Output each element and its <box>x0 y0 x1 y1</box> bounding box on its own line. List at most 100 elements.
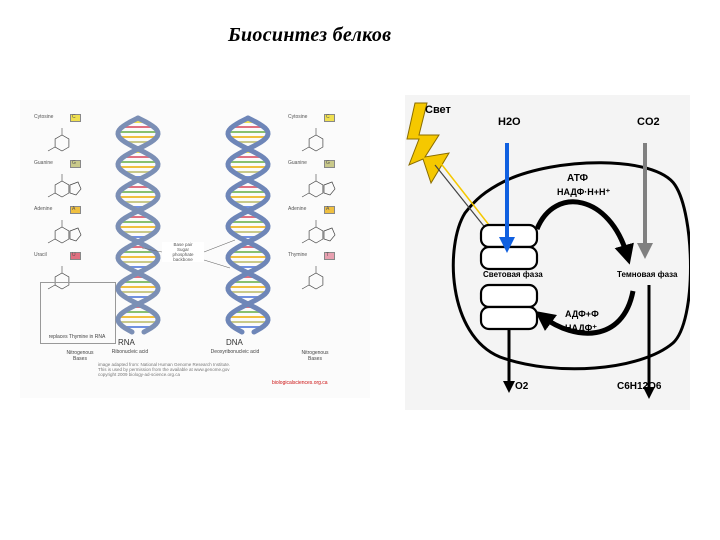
light-ray <box>434 164 488 231</box>
base-swatch <box>70 252 81 260</box>
ring-fused <box>69 181 82 196</box>
co2-label-text: CO2 <box>637 116 660 128</box>
dna-label: DNA <box>226 338 243 347</box>
ring-fused <box>323 181 336 196</box>
base-structure-icon <box>47 266 70 290</box>
uracil-highlight-box <box>40 282 116 344</box>
rna-helix <box>115 115 161 335</box>
uracil-note: replaces Thymine in RNA <box>48 334 106 340</box>
bond <box>47 284 56 290</box>
slide-title: Биосинтез белков <box>228 24 392 46</box>
bond <box>301 192 310 198</box>
dna-helix <box>225 115 271 335</box>
water-label-text: H2O <box>498 116 521 128</box>
base-structure-icon <box>301 174 336 198</box>
water-label: H2O <box>498 117 521 128</box>
bond <box>47 192 56 198</box>
base-swatch <box>324 114 335 122</box>
ring <box>54 134 70 152</box>
base-name: Thymine <box>288 252 308 258</box>
helix-callout: Base pair Sugar phosphate backbone <box>162 242 204 262</box>
base-name: Uracil <box>34 252 47 258</box>
backbone-strand-a <box>225 115 271 335</box>
base-structure-icon <box>47 174 82 198</box>
base-code: T <box>326 252 330 258</box>
callout-leader <box>203 259 231 269</box>
dark-phase-label: Темновая фаза <box>617 270 678 279</box>
ring <box>308 226 324 244</box>
ring-fused <box>69 227 82 242</box>
base-structure-icon <box>47 220 82 244</box>
bond <box>47 146 56 152</box>
base-structure-icon <box>47 128 70 152</box>
thylakoid-disc <box>479 245 539 271</box>
ring <box>308 272 324 290</box>
bond <box>301 284 310 290</box>
callout-leader <box>141 247 163 253</box>
image-credit: image adapted from: National Human Genom… <box>98 362 298 377</box>
left-bases-caption: Nitrogenous Bases <box>50 350 110 362</box>
lightning-icon <box>406 102 450 185</box>
bond <box>47 238 56 244</box>
base-name: Adenine <box>34 206 53 212</box>
bond <box>301 238 310 244</box>
base-code: A <box>326 206 330 212</box>
callout-line-2: Sugar <box>176 247 189 252</box>
left-base-adenine: Adenine A <box>34 206 114 258</box>
callout-line-3: phosphate <box>172 252 194 257</box>
right-base-cytosine: Cytosine C <box>288 114 368 166</box>
thylakoid-disc <box>479 305 539 331</box>
credit-line-3: copyright 2009 biology-ad-science.org.ca <box>98 372 181 377</box>
light-phase-label: Световая фаза <box>483 270 543 279</box>
thylakoid-disc <box>479 283 539 309</box>
base-code: G <box>72 160 76 166</box>
base-swatch <box>324 160 335 168</box>
base-name: Guanine <box>288 160 307 166</box>
base-code: G <box>326 160 330 166</box>
adp-label: АДФ+Ф <box>565 309 599 319</box>
right-base-guanine: Guanine G <box>288 160 368 212</box>
photosynthesis-diagram <box>406 102 690 399</box>
left-base-guanine: Guanine G <box>34 160 114 212</box>
base-swatch <box>324 252 335 260</box>
dna-sublabel: Deoxyribonucleic acid <box>210 349 260 355</box>
base-swatch <box>70 160 81 168</box>
oxygen-label: O2 <box>515 381 529 392</box>
ring <box>54 272 70 290</box>
base-code: A <box>72 206 76 212</box>
light-ray-glow <box>438 160 490 226</box>
left-caption-line-2: Bases <box>73 356 87 362</box>
base-name: Cytosine <box>34 114 54 120</box>
backbone-strand-b <box>225 115 271 335</box>
ring <box>54 226 70 244</box>
glucose-label: C6H12O6 <box>617 381 662 392</box>
base-code: C <box>326 114 330 120</box>
callout-leader <box>203 239 236 253</box>
atp-label: АТФ <box>567 173 588 184</box>
rna-label: RNA <box>118 338 135 347</box>
base-name: Cytosine <box>288 114 308 120</box>
bond <box>301 146 310 152</box>
base-swatch <box>324 206 335 214</box>
right-bases-caption: Nitrogenous Bases <box>285 350 345 362</box>
atp-arrow <box>534 199 634 265</box>
left-caption-line-1: Nitrogenous <box>66 350 94 356</box>
ring <box>308 134 324 152</box>
base-swatch <box>70 114 81 122</box>
light-label: Свет <box>425 104 451 116</box>
credit-line-1: image adapted from: National Human Genom… <box>98 362 231 367</box>
chloroplast-outline <box>451 161 690 371</box>
ring <box>308 180 324 198</box>
co2-label: CO2 <box>637 117 660 128</box>
site-link[interactable]: biologicalsciences.org.ca <box>272 380 328 386</box>
ring <box>54 180 70 198</box>
base-name: Guanine <box>34 160 53 166</box>
rna-sublabel: Ribonucleic acid <box>111 349 149 355</box>
base-swatch <box>70 206 81 214</box>
backbone-strand-b <box>115 115 161 335</box>
nadp-label: НАДФ⁺ <box>565 323 598 333</box>
right-caption-line-2: Bases <box>308 356 322 362</box>
base-structure-icon <box>301 128 324 152</box>
